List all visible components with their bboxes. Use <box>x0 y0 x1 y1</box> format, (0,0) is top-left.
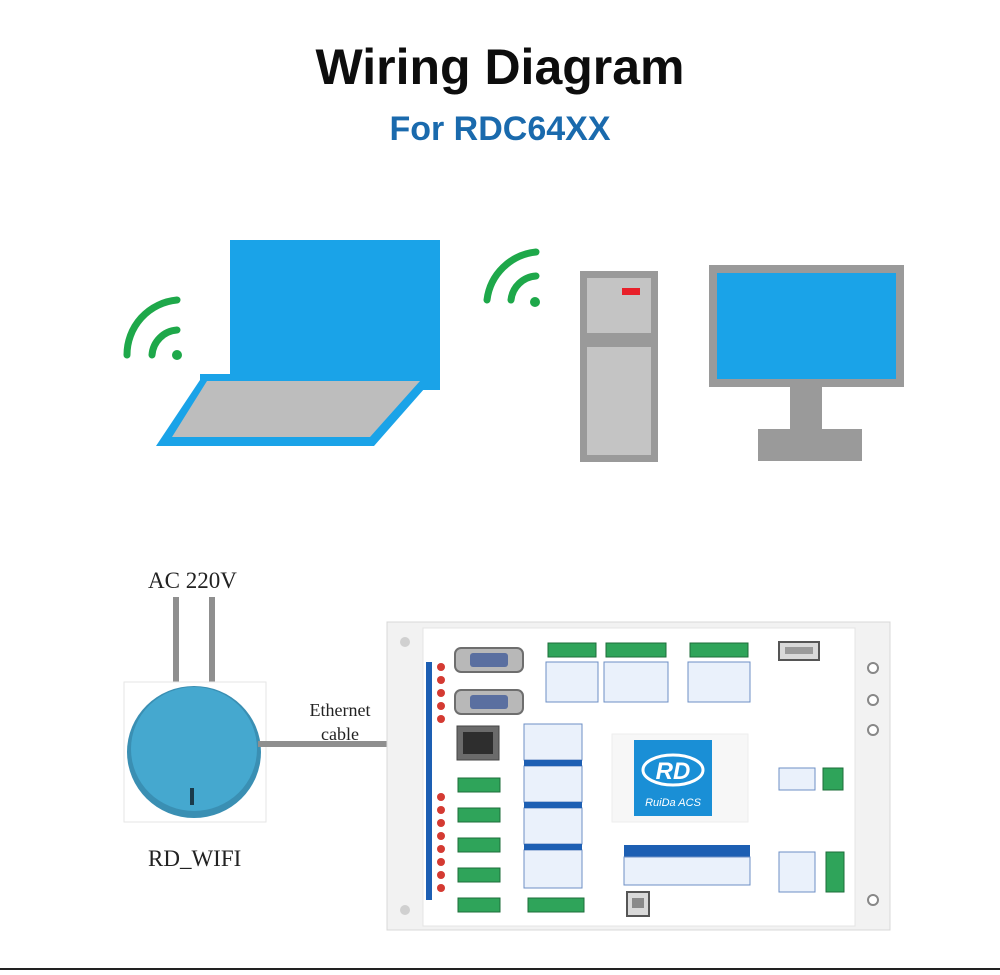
wifi-signal-icon <box>123 296 182 360</box>
ac-power-cable <box>173 597 215 686</box>
controller-board: RD RuiDa ACS <box>386 621 891 931</box>
monitor-icon <box>709 265 904 461</box>
bottom-divider <box>0 968 1000 970</box>
ethernet-cable-label: Ethernet cable <box>290 698 390 746</box>
wifi-signal-icon <box>483 248 540 307</box>
rd-wifi-label: RD_WIFI <box>148 846 242 871</box>
ac-power-label: AC 220V <box>148 568 237 593</box>
laptop-icon <box>156 240 440 446</box>
ethernet-label-line1: Ethernet <box>309 700 371 720</box>
ethernet-label-line2: cable <box>321 724 359 744</box>
page-subtitle: For RDC64XX <box>389 110 611 148</box>
brand-text: RuiDa ACS <box>645 797 701 809</box>
page-title: Wiring Diagram <box>315 39 685 95</box>
rd-wifi-module <box>123 681 267 823</box>
desktop-tower-icon <box>580 271 658 462</box>
rd-logo: RD <box>656 758 691 785</box>
